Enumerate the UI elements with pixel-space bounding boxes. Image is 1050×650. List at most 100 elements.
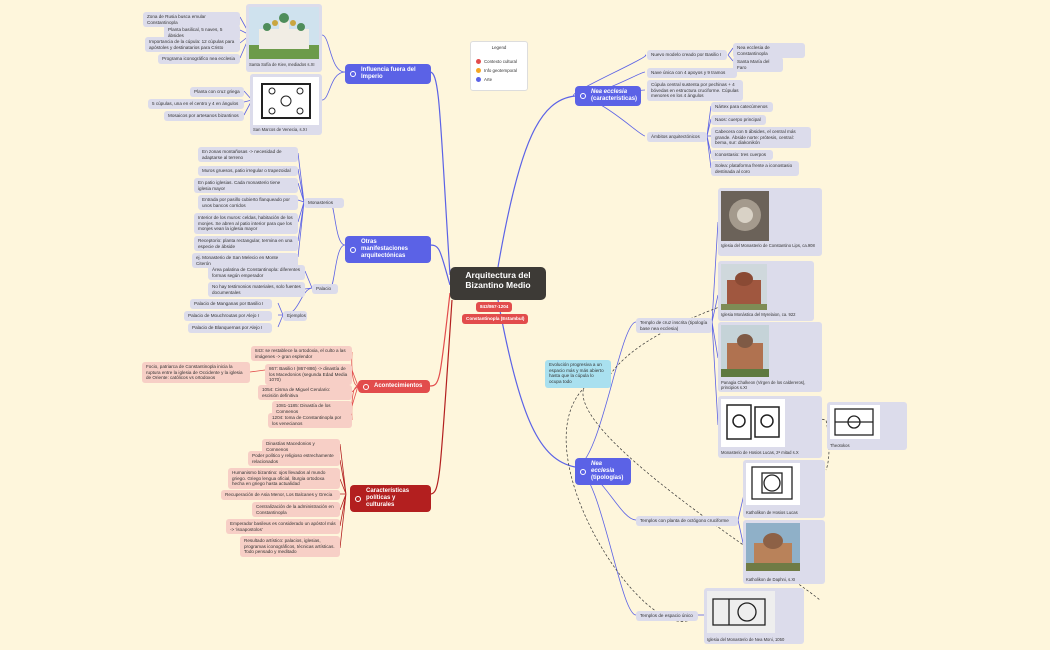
caract-item-1[interactable]: Dinastías Macedonios y Comnenos — [262, 439, 340, 455]
topic-acontecimientos[interactable]: Acontecimientos — [358, 380, 430, 393]
caract-item-7[interactable]: Resultado artístico: palacios, iglesias,… — [240, 536, 340, 557]
myrelaion-image-card[interactable]: Iglesia Monástica del Myrelaion, ca. 922 — [718, 261, 814, 321]
legend: Legend Contexto cultural Info geotempora… — [470, 41, 528, 91]
venecia-item-2[interactable]: 5 cúpulas, una en el centro y 4 en ángul… — [148, 99, 244, 109]
myrelaion-caption: Iglesia Monástica del Myrelaion, ca. 922 — [721, 312, 796, 317]
venecia-caption: San Marcos de Venecia, s.XI — [253, 127, 307, 132]
katholikon-hosios-card[interactable]: Katholikon de Hosios Lucas — [743, 460, 825, 518]
topic-dot-icon — [580, 468, 586, 475]
event-1204[interactable]: 1204: toma de Constantinopla por los ven… — [268, 413, 352, 429]
ejemplo-2[interactable]: Palacio de Mouchroutas por Alejo I — [184, 311, 272, 321]
caract-item-6[interactable]: Emperador basileus es considerado un apó… — [226, 519, 340, 535]
caract-item-5[interactable]: Centralización de la administración en C… — [252, 502, 340, 518]
nea-nave[interactable]: Nave única con 4 apoyos y 9 tramos — [647, 68, 737, 78]
katholikon-daphni-card[interactable]: Katholikon de Daphni, s.XI — [743, 520, 825, 584]
ejemplos-label[interactable]: Ejemplos — [283, 311, 307, 321]
event-867[interactable]: 867: Basilio I (867-886) -> dinastía de … — [265, 364, 352, 385]
nea-modelo[interactable]: Nuevo modelo creado por Basilio I — [647, 50, 727, 60]
topic-nea-caracteristicas[interactable]: Nea ecclesia(características) — [575, 86, 641, 106]
venecia-item-1[interactable]: Planta con cruz griega — [190, 87, 244, 97]
palacio-label[interactable]: Palacio — [312, 284, 338, 294]
chalkeon-image-card[interactable]: Panagia Chalkeon (Virgen de los calderer… — [718, 322, 822, 392]
ambito-3[interactable]: Cabecera con 5 ábsides, el central más g… — [711, 127, 811, 148]
nea-moni-card[interactable]: Iglesia del Monasterio de Nea Moni, 1050 — [704, 588, 804, 644]
legend-item-arte: Arte — [476, 77, 492, 83]
venecia-image-card[interactable]: San Marcos de Venecia, s.XI — [250, 74, 322, 135]
topic-dot-icon — [350, 246, 356, 253]
nea-modelo-child-2[interactable]: Santa María del Faro — [733, 57, 783, 73]
monasterios-item-6[interactable]: Receptorio: planta rectangular, termina … — [194, 236, 298, 252]
legend-title: Legend — [491, 45, 507, 50]
topic-label: Características políticas y culturales — [366, 488, 410, 508]
monasterios-item-3[interactable]: En patio iglesias. Cada monasterio tiene… — [194, 178, 298, 194]
lips-caption: Iglesia del Monasterio de Constantino Li… — [721, 243, 815, 248]
monasterios-label[interactable]: Monasterios — [304, 198, 344, 208]
tipo-octogono[interactable]: Templos con planta de octógono cruciform… — [636, 516, 738, 526]
monasterios-item-5[interactable]: Interior de los muros: celdas, habitació… — [194, 213, 298, 234]
tipo-espacio-unico[interactable]: Templos de espacio único — [636, 611, 698, 621]
palacio-item-2[interactable]: No hay testimonios materiales, solo fuen… — [208, 282, 305, 298]
event-1081[interactable]: 1081-1185: Dinastía de los Comnenos — [272, 401, 352, 417]
nea-cupula[interactable]: Cúpula central sustenta por pechinas + 4… — [647, 80, 743, 101]
palacio-item-1[interactable]: Área palatina de Constantinopla: diferen… — [208, 265, 305, 281]
legend-item-info: Info geotemporal — [476, 68, 517, 74]
legend-dot-red-icon — [476, 59, 481, 65]
kiev-item-1[interactable]: Zona de Rusia busca emular Constantinopl… — [143, 12, 240, 28]
event-1054[interactable]: 1054: Cisma de Miguel Cerulario: escisió… — [258, 385, 352, 401]
ejemplo-1[interactable]: Palacio de Manganas por Basilio I — [190, 299, 272, 309]
topic-dot-icon — [580, 93, 586, 99]
church-image — [721, 264, 767, 310]
topic-caracteristicas[interactable]: Características políticas y culturales — [350, 485, 431, 512]
ambito-5[interactable]: Solea: plataforma frente a iconostasio d… — [711, 161, 799, 177]
floor-plan-image — [830, 405, 880, 439]
monasterios-item-2[interactable]: Muros gruesos, patio irregular o trapezo… — [198, 166, 298, 176]
ambito-1[interactable]: Nártex para catecúmenos — [711, 102, 773, 112]
topic-sublabel: (tipologías) — [591, 475, 624, 481]
ambito-4[interactable]: Iconostasio: tres cuerpos — [711, 150, 773, 160]
evolucion-note[interactable]: Evolución progresiva a un espacio más y … — [545, 360, 611, 388]
legend-dot-blue-icon — [476, 77, 481, 83]
kiev-image-card[interactable]: Santa Sofía de Kiev, mediados s.XI — [246, 4, 322, 72]
katholikon-daphni-caption: Katholikon de Daphni, s.XI — [746, 577, 796, 582]
nea-ambitos-label[interactable]: Ámbitos arquitectónicos — [647, 132, 707, 142]
floor-plan-image — [721, 399, 785, 447]
ejemplo-3[interactable]: Palacio de Blanquernas por Alejo I — [188, 323, 272, 333]
root-title: Arquitectura del Bizantino Medio — [465, 270, 531, 290]
nea-moni-caption: Iglesia del Monasterio de Nea Moni, 1050 — [707, 637, 785, 642]
kiev-item-3[interactable]: Importancia de la cúpula: 12 cúpulas par… — [145, 37, 240, 53]
topic-nea-tipologias[interactable]: Nea ecclesia(tipologías) — [575, 458, 631, 485]
venecia-item-3[interactable]: Mosaicos por artesanos bizantinos — [164, 111, 244, 121]
period-tag[interactable]: 843/867-1204 — [476, 302, 513, 312]
chalkeon-caption: Panagia Chalkeon (Virgen de los calderer… — [721, 380, 806, 390]
city-label: Constantinopla (Estambul) — [466, 316, 525, 321]
monasterios-item-1[interactable]: En zonas montañosas -> necesidad de adap… — [198, 147, 298, 163]
topic-influencia[interactable]: Influencia fuera del Imperio — [345, 64, 431, 84]
caract-item-2[interactable]: Poder político y religioso estrechamente… — [248, 451, 340, 467]
monastery-image — [746, 523, 800, 571]
hosios-plan-card[interactable]: Monasterio de Hosios Lucas, 2ª mitad s.X — [718, 396, 822, 458]
tipo-cruz-inscrita[interactable]: Templo de cruz inscrita (tipología base … — [636, 318, 712, 334]
legend-item-contexto: Contexto cultural — [476, 59, 517, 65]
caract-item-4[interactable]: Recuperación de Asia Menor, Los Balcanes… — [221, 490, 340, 500]
monasterios-item-4[interactable]: Entrada por pasillo cubierto flanqueado … — [198, 195, 298, 211]
theotokos-card[interactable]: Theotokos — [827, 402, 907, 450]
topic-label: Nea ecclesia — [591, 461, 615, 474]
topic-label: Otras manifestaciones arquitectónicas — [361, 239, 409, 259]
dome-interior-image — [721, 191, 769, 241]
monasterios-item-7[interactable]: ej. Monasterio de San Melecio en Monte C… — [192, 253, 298, 269]
topic-sublabel: (características) — [591, 96, 638, 102]
topic-dot-icon — [355, 495, 361, 502]
nea-modelo-child-1[interactable]: Nea ecclesia de Constantinopla — [733, 43, 805, 59]
event-side-note[interactable]: Focio, patriarca de Constantinopla inici… — [142, 362, 250, 383]
caract-item-3[interactable]: Humanismo bizantino: ojos llevados al mu… — [228, 468, 340, 489]
lips-image-card[interactable]: Iglesia del Monasterio de Constantino Li… — [718, 188, 822, 256]
kiev-item-2[interactable]: Planta basilical, 5 naves, 5 ábsides — [164, 25, 240, 41]
ambito-2[interactable]: Naos: cuerpo principal — [711, 115, 766, 125]
root-topic[interactable]: Arquitectura del Bizantino Medio — [450, 267, 546, 300]
city-tag[interactable]: Constantinopla (Estambul) — [462, 314, 529, 324]
legend-label: Contexto cultural — [484, 59, 517, 64]
kiev-item-4[interactable]: Programa iconográfico nea ecclesia — [158, 54, 240, 64]
topic-otras[interactable]: Otras manifestaciones arquitectónicas — [345, 236, 431, 263]
katholikon-hosios-caption: Katholikon de Hosios Lucas — [746, 510, 798, 515]
event-843[interactable]: 843: se restablece la ortodoxia, el cult… — [251, 346, 352, 362]
